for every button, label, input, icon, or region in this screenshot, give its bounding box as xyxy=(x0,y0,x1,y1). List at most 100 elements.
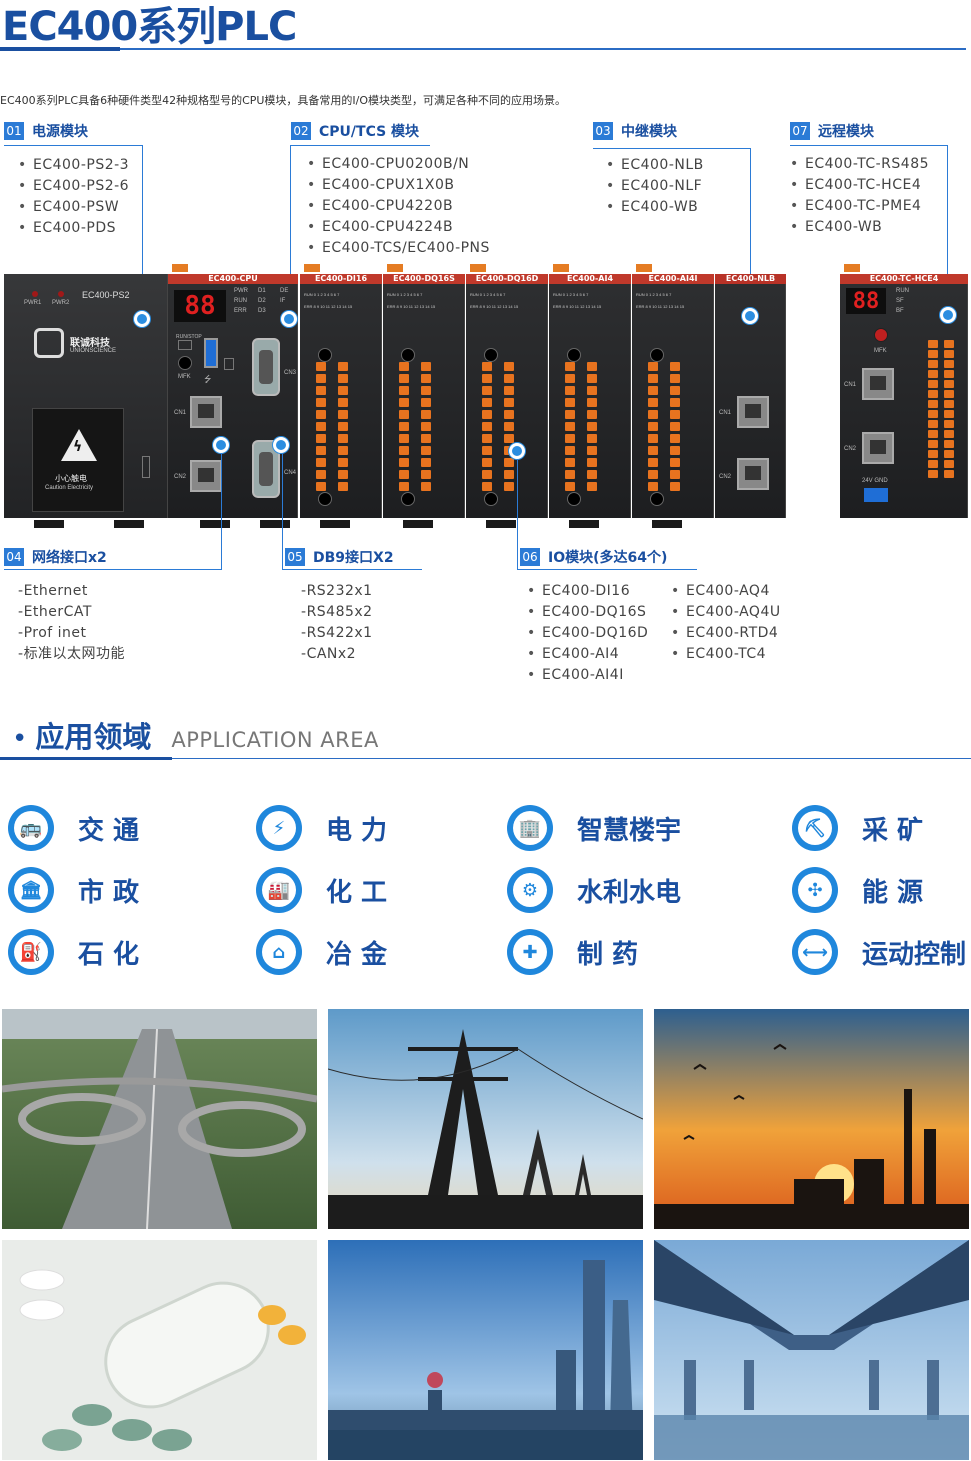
list-item: EC400-WB xyxy=(602,197,704,218)
icon-glyph: 🏛 xyxy=(14,873,48,907)
terminal xyxy=(338,482,348,491)
rail-foot xyxy=(34,520,64,528)
terminal xyxy=(421,362,431,371)
application-title-zh: 应用领域 xyxy=(35,720,152,754)
terminal xyxy=(482,434,492,443)
ethernet-port-nlb-cn1 xyxy=(737,396,769,428)
pwr2-label: PWR2 xyxy=(52,300,70,306)
terminal xyxy=(565,386,575,395)
rail-foot xyxy=(569,520,599,528)
terminal xyxy=(399,398,409,407)
terminal xyxy=(565,374,575,383)
wind-fan-icon: ✣ xyxy=(792,867,838,913)
list-item: EC400-CPU4224B xyxy=(303,217,490,238)
heading-bullet: • xyxy=(12,724,28,754)
application-item: ⚙水利水电 xyxy=(507,867,681,913)
rail-foot xyxy=(652,520,682,528)
section-04-list: Ethernet EtherCAT Prof inet 标准以太网功能 xyxy=(18,581,125,665)
terminal xyxy=(504,434,514,443)
section-05-connector xyxy=(282,453,283,569)
led-label: ERR xyxy=(234,308,247,314)
mfk-button[interactable] xyxy=(178,356,192,370)
application-label: 市 政 xyxy=(78,877,140,908)
pwr1-label: PWR1 xyxy=(24,300,42,306)
section-03-header: 03 中继模块 xyxy=(593,121,677,141)
mining-cart-icon: ⛏ xyxy=(792,805,838,851)
terminal xyxy=(565,434,575,443)
callout-dot-remote xyxy=(940,307,956,323)
list-item: EC400-AQ4U xyxy=(667,602,781,623)
terminal xyxy=(316,410,326,419)
terminal xyxy=(399,446,409,455)
list-item: EC400-PDS xyxy=(14,218,129,239)
terminal-strip xyxy=(316,362,326,494)
application-heading: • 应用领域 APPLICATION AREA xyxy=(12,714,379,756)
list-item: EC400-TC-RS485 xyxy=(786,154,929,175)
section-01-connector xyxy=(142,145,143,320)
run-stop-switch[interactable] xyxy=(178,340,192,350)
io-head-label: EC400-DI16 xyxy=(300,274,382,284)
terminal xyxy=(565,446,575,455)
section-name: CPU/TCS 模块 xyxy=(319,124,420,140)
callout-dot-network xyxy=(213,437,229,453)
list-item: Prof inet xyxy=(18,623,125,644)
cpu-seven-segment: 88 xyxy=(174,290,226,322)
terminal xyxy=(587,398,597,407)
cn3-label: CN3 xyxy=(284,370,297,376)
photo-bridge-underside xyxy=(654,1240,969,1460)
dumbbell-icon: ⟷ xyxy=(792,929,838,975)
application-item: 🏛 市 政 xyxy=(8,867,139,913)
terminal xyxy=(338,410,348,419)
photo-power-transmission-towers xyxy=(328,1009,643,1229)
section-04-connector xyxy=(221,453,222,569)
terminal xyxy=(944,380,954,388)
section-07-header: 07 远程模块 xyxy=(790,121,874,141)
section-03-line xyxy=(593,148,751,149)
module-release-knob xyxy=(401,492,415,506)
section-number: 07 xyxy=(790,122,810,140)
io-head-label: EC400-DQ16S xyxy=(383,274,465,284)
terminal xyxy=(316,374,326,383)
section-name: 电源模块 xyxy=(32,124,88,140)
terminal xyxy=(928,370,938,378)
application-item: 🚌交 通 xyxy=(8,805,139,851)
application-item: 🏭化 工 xyxy=(256,867,387,913)
icon-glyph: ⚡ xyxy=(262,811,296,845)
terminal xyxy=(316,362,326,371)
application-label: 制 药 xyxy=(577,939,639,970)
photo-city-skyline xyxy=(328,1240,643,1460)
list-item: EtherCAT xyxy=(18,602,125,623)
remote-ethernet-cn2 xyxy=(862,432,894,464)
brand-logo xyxy=(34,328,64,358)
terminal xyxy=(928,390,938,398)
terminal xyxy=(421,458,431,467)
lightning-icon: ϟ xyxy=(73,439,83,455)
rail-foot xyxy=(114,520,144,528)
list-item: EC400-NLF xyxy=(602,176,704,197)
remote-mfk-label: MFK xyxy=(874,348,887,354)
terminal xyxy=(565,482,575,491)
remote-mfk-button[interactable] xyxy=(874,328,888,342)
terminal xyxy=(928,420,938,428)
terminal xyxy=(399,362,409,371)
terminal xyxy=(928,450,938,458)
list-item: EC400-WB xyxy=(786,217,929,238)
section-06-header: 06 IO模块(多达64个) xyxy=(520,547,667,567)
terminal xyxy=(421,410,431,419)
gnd-label: 24V GND xyxy=(862,478,888,484)
section-05-list: RS232x1 RS485x2 RS422x1 CANx2 xyxy=(301,581,373,665)
cn1-label: CN1 xyxy=(844,382,857,388)
terminal xyxy=(421,374,431,383)
power-tower-icon: ⚡ xyxy=(256,805,302,851)
terminal xyxy=(338,362,348,371)
title-divider xyxy=(0,48,966,50)
terminal xyxy=(316,422,326,431)
ps-switch xyxy=(142,456,150,478)
module-release-knob xyxy=(318,492,332,506)
terminal xyxy=(587,422,597,431)
intro-text: EC400系列PLC具备6种硬件类型42种规格型号的CPU模块，具备常用的I/O… xyxy=(0,94,567,107)
icon-glyph: ⌂ xyxy=(262,935,296,969)
icon-glyph: 🏭 xyxy=(262,873,296,907)
terminal xyxy=(316,458,326,467)
terminal xyxy=(587,434,597,443)
